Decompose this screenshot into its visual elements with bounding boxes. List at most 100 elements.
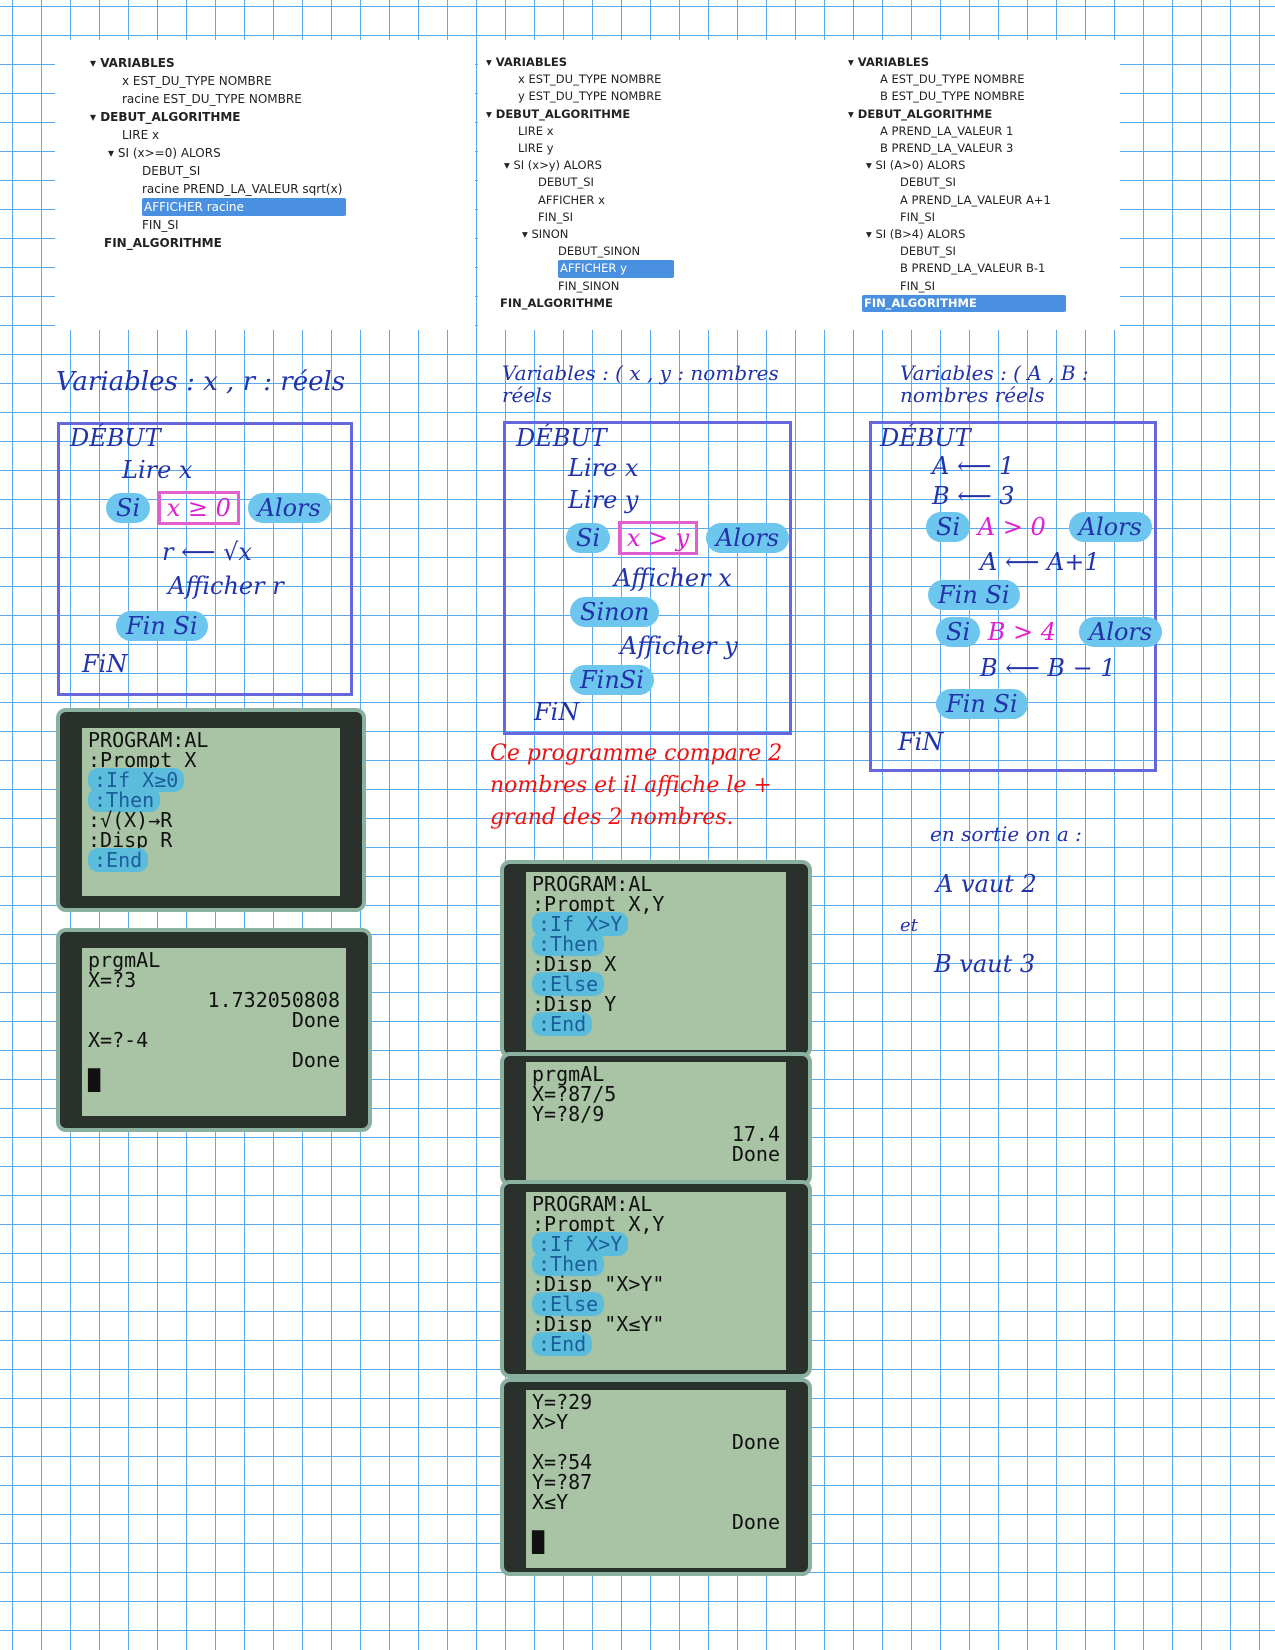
lcd-line: :End bbox=[88, 848, 334, 872]
tree-node[interactable]: racine PREND_LA_VALEUR sqrt(x) bbox=[142, 182, 343, 196]
tree-node[interactable]: ▾ SI (x>y) ALORS bbox=[504, 158, 602, 173]
tree-node[interactable]: DEBUT_SI bbox=[538, 175, 594, 190]
tree-node[interactable]: ▾ SI (A>0) ALORS bbox=[866, 158, 966, 173]
tree-node[interactable]: ▾ SINON bbox=[522, 227, 569, 242]
lcd-line: :Disp "X>Y" bbox=[532, 1272, 665, 1296]
tree-node[interactable]: ▾ DEBUT_ALGORITHME bbox=[90, 110, 241, 124]
algobox-panel-1 bbox=[55, 40, 475, 330]
tree-node[interactable]: y EST_DU_TYPE NOMBRE bbox=[518, 89, 662, 104]
tree-node[interactable]: AFFICHER x bbox=[538, 192, 605, 207]
finsi-line: FinSi bbox=[570, 665, 654, 695]
afficher-line: Afficher r bbox=[168, 572, 284, 600]
tree-node[interactable]: ▾ VARIABLES bbox=[848, 55, 930, 69]
output-note: B vaut 3 bbox=[934, 950, 1036, 978]
lcd-line: prgmAL bbox=[88, 948, 161, 972]
program-description: Ce programme compare 2 nombres et il aff… bbox=[490, 741, 783, 830]
tree-node[interactable]: LIRE x bbox=[122, 128, 160, 142]
lcd-screen: prgmAL X=?87/5 Y=?8/9 17.4 Done bbox=[526, 1062, 786, 1180]
tree-node[interactable]: B PREND_LA_VALEUR B-1 bbox=[900, 261, 1046, 276]
calculator-run-1: prgmAL X=?3 1.732050808 Done X=?-4 Done … bbox=[56, 928, 372, 1132]
assign-line: B ⟵ 3 bbox=[932, 482, 1015, 510]
tree-node-selected[interactable]: AFFICHER racine bbox=[90, 198, 346, 216]
tree-node[interactable]: ▾ VARIABLES bbox=[486, 55, 568, 69]
tree-node[interactable]: x EST_DU_TYPE NOMBRE bbox=[518, 72, 662, 87]
assign-line: B ⟵ B − 1 bbox=[980, 654, 1116, 682]
tree-node[interactable]: B EST_DU_TYPE NOMBRE bbox=[880, 89, 1025, 104]
lcd-line: :Disp "X≤Y" bbox=[532, 1312, 665, 1336]
tree-node[interactable]: FIN_ALGORITHME bbox=[500, 295, 613, 310]
algo-tree-2: ▾ VARIABLES x EST_DU_TYPE NOMBRE y EST_D… bbox=[486, 54, 674, 312]
debut-label: DÉBUT bbox=[516, 424, 607, 452]
fin-label: FiN bbox=[534, 698, 580, 726]
cursor: █ bbox=[88, 1068, 101, 1092]
tree-node[interactable]: LIRE x bbox=[518, 123, 554, 138]
tree-node[interactable]: DEBUT_SI bbox=[142, 164, 201, 178]
tree-node[interactable]: ▾ SI (x>=0) ALORS bbox=[108, 146, 221, 160]
variables-note-1: Variables : x , r : réels bbox=[56, 367, 346, 397]
tree-node[interactable]: FIN_SI bbox=[900, 278, 936, 293]
finsi-line: Fin Si bbox=[928, 580, 1020, 610]
calculator-run-3: Y=?29 X>Y Done X=?54 Y=?87 X≤Y Done █ bbox=[500, 1378, 812, 1576]
tree-node[interactable]: ▾ DEBUT_ALGORITHME bbox=[848, 106, 993, 121]
calculator-program-2: PROGRAM:AL :Prompt X,Y :If X>Y :Then :Di… bbox=[500, 860, 812, 1058]
sinon-line: Sinon bbox=[570, 597, 660, 627]
lcd-line: X=?54 bbox=[532, 1450, 593, 1474]
lcd-line: Done bbox=[291, 1048, 340, 1072]
tree-node[interactable]: LIRE y bbox=[518, 141, 554, 156]
tree-node[interactable]: FIN_ALGORITHME bbox=[104, 236, 222, 250]
cursor: █ bbox=[532, 1530, 545, 1554]
assign-line: r ⟵ √x bbox=[162, 538, 252, 566]
lcd-line: :√(X)→R bbox=[88, 808, 173, 832]
tree-node[interactable]: racine EST_DU_TYPE NOMBRE bbox=[122, 92, 302, 106]
algobox-panel-2 bbox=[478, 40, 842, 330]
lcd-line: Done bbox=[731, 1510, 780, 1534]
lcd-line: Y=?87 bbox=[532, 1470, 593, 1494]
tree-node[interactable]: ▾ DEBUT_ALGORITHME bbox=[486, 106, 631, 121]
si-line: Si A > 0 Alors bbox=[926, 512, 1152, 542]
variables-note-2: Variables : ( x , y : nombres réels bbox=[502, 361, 779, 407]
lcd-screen: PROGRAM:AL :Prompt X :If X≥0 :Then :√(X)… bbox=[82, 728, 340, 896]
tree-node[interactable]: DEBUT_SINON bbox=[558, 244, 641, 259]
tree-node[interactable]: ▾ SI (B>4) ALORS bbox=[866, 227, 966, 242]
lcd-line: :Then bbox=[532, 1252, 780, 1276]
tree-node[interactable]: x EST_DU_TYPE NOMBRE bbox=[122, 74, 272, 88]
tree-node[interactable]: FIN_SI bbox=[538, 209, 574, 224]
lcd-line: Y=?8/9 bbox=[532, 1102, 605, 1126]
lcd-line: Done bbox=[731, 1142, 780, 1166]
lcd-line: X=?87/5 bbox=[532, 1082, 617, 1106]
finsi-line: Fin Si bbox=[116, 611, 208, 641]
algo-tree-1: ▾ VARIABLES x EST_DU_TYPE NOMBRE racine … bbox=[90, 54, 346, 252]
lcd-line: :Else bbox=[532, 1292, 780, 1316]
tree-node[interactable]: DEBUT_SI bbox=[900, 244, 956, 259]
output-note: et bbox=[900, 915, 918, 936]
tree-node[interactable]: B PREND_LA_VALEUR 3 bbox=[880, 141, 1014, 156]
lcd-line: :End bbox=[532, 1332, 780, 1356]
lcd-line: :If X>Y bbox=[532, 912, 780, 936]
afficher-line: Afficher y bbox=[620, 632, 738, 660]
tree-node[interactable]: A PREND_LA_VALEUR 1 bbox=[880, 123, 1014, 138]
debut-label: DÉBUT bbox=[880, 424, 971, 452]
lcd-line: :If X>Y bbox=[532, 1232, 780, 1256]
tree-node-selected[interactable]: FIN_ALGORITHME bbox=[848, 294, 1066, 313]
lire-line: Lire y bbox=[568, 486, 639, 514]
debut-label: DÉBUT bbox=[70, 424, 161, 452]
lcd-line: :Prompt X,Y bbox=[532, 892, 665, 916]
tree-node[interactable]: FIN_SINON bbox=[558, 278, 620, 293]
lcd-line: :Prompt X bbox=[88, 748, 197, 772]
tree-node[interactable]: DEBUT_SI bbox=[900, 175, 956, 190]
tree-node[interactable]: A PREND_LA_VALEUR A+1 bbox=[900, 192, 1051, 207]
lcd-screen: Y=?29 X>Y Done X=?54 Y=?87 X≤Y Done █ bbox=[526, 1390, 786, 1568]
tree-node[interactable]: ▾ VARIABLES bbox=[90, 56, 175, 70]
tree-node[interactable]: FIN_SI bbox=[900, 209, 936, 224]
lcd-line: Done bbox=[731, 1430, 780, 1454]
calculator-program-3: PROGRAM:AL :Prompt X,Y :If X>Y :Then :Di… bbox=[500, 1180, 812, 1378]
assign-line: A ⟵ A+1 bbox=[980, 548, 1100, 576]
algorithm-box-2 bbox=[503, 421, 792, 735]
calculator-program-1: PROGRAM:AL :Prompt X :If X≥0 :Then :√(X)… bbox=[56, 708, 366, 912]
lcd-line: :Disp R bbox=[88, 828, 173, 852]
tree-node[interactable]: A EST_DU_TYPE NOMBRE bbox=[880, 72, 1025, 87]
tree-node-selected[interactable]: AFFICHER y bbox=[486, 260, 674, 278]
tree-node[interactable]: FIN_SI bbox=[142, 218, 179, 232]
assign-line: A ⟵ 1 bbox=[932, 452, 1015, 480]
lcd-line: X>Y bbox=[532, 1410, 569, 1434]
